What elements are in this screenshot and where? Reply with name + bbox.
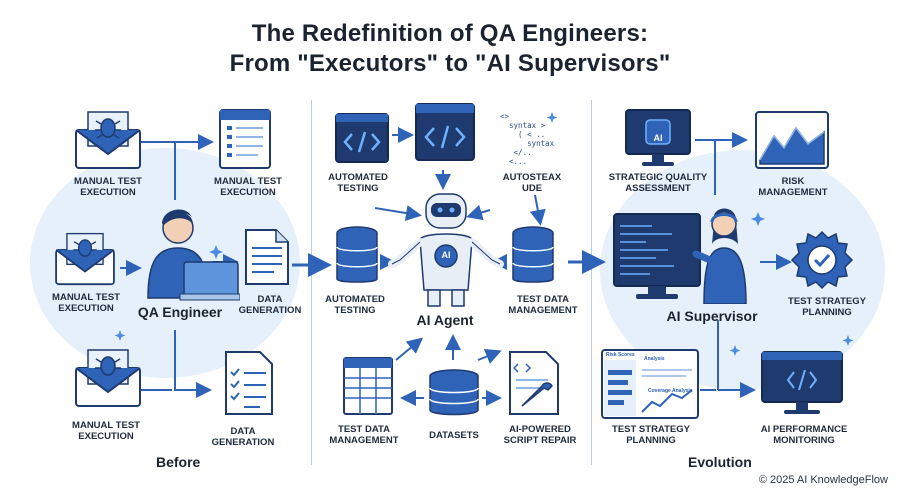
- data-document-icon: [245, 229, 289, 285]
- evolution-label-top-left: STRATEGIC QUALITY ASSESSMENT: [608, 172, 708, 194]
- bug-envelope-icon: [75, 111, 141, 169]
- document-list-icon: [219, 109, 271, 169]
- section-divider-right: [591, 100, 592, 465]
- code-monitor-icon: [761, 351, 843, 414]
- database-icon: [512, 226, 554, 283]
- syntax-glyphs: <> syntax > ( < .. syntax </.. <...: [500, 112, 555, 166]
- before-label-bottom-right: DATA GENERATION: [211, 426, 275, 448]
- before-label-mid-left: MANUAL TEST EXECUTION: [52, 292, 120, 314]
- ai-badge: AI: [653, 133, 663, 143]
- ai-badge: AI: [441, 250, 451, 260]
- ai-supervisor-label: AI Supervisor: [666, 308, 758, 324]
- ai-agent-label: AI Agent: [416, 312, 474, 328]
- risk-chart-icon: [755, 111, 829, 169]
- middle-label-top-left: AUTOMATED TESTING: [328, 172, 388, 194]
- before-section-label: Before: [156, 454, 201, 470]
- script-repair-icon: [509, 351, 559, 415]
- gear-check-icon: [790, 230, 854, 290]
- ai-supervisor-icon: [613, 208, 747, 304]
- middle-label-mid-right: TEST DATA MANAGEMENT: [508, 294, 578, 316]
- copyright-text: © 2025 AI KnowledgeFlow: [758, 474, 888, 486]
- dashboard-icon: [601, 349, 699, 419]
- section-divider-left: [311, 100, 312, 465]
- qa-engineer-person-icon: [147, 209, 240, 301]
- middle-label-bottom-right: AI-POWERED SCRIPT REPAIR: [503, 424, 577, 446]
- bug-envelope-icon: [55, 232, 115, 286]
- dashboard-risk-scores: Risk Scores: [606, 352, 635, 358]
- evolution-label-bottom-right: AI PERFORMANCE MONITORING: [760, 424, 848, 446]
- ai-robot-icon: [388, 193, 504, 307]
- code-window-icon: [415, 103, 475, 161]
- evolution-label-mid-right: TEST STRATEGY PLANNING: [788, 296, 866, 318]
- middle-label-bottom-left: TEST DATA MANAGEMENT: [329, 424, 399, 446]
- qa-engineer-label: QA Engineer: [137, 304, 223, 320]
- before-label-mid-right: DATA GENERATION: [238, 294, 302, 316]
- evolution-label-bottom-left: TEST STRATEGY PLANNING: [612, 424, 690, 446]
- before-label-bottom-left: MANUAL TEST EXECUTION: [72, 420, 140, 442]
- datasets-stack-icon: [429, 369, 479, 416]
- page-title: The Redefinition of QA Engineers:: [251, 20, 649, 47]
- page-subtitle: From "Executors" to "AI Supervisors": [229, 50, 671, 77]
- evolution-label-top-right: RISK MANAGEMENT: [758, 176, 828, 198]
- middle-label-top-right: AUTOSTEAX UDE: [502, 172, 562, 194]
- spreadsheet-icon: [343, 357, 393, 415]
- dashboard-coverage: Coverage Analysis: [648, 388, 693, 394]
- code-window-icon: [335, 113, 389, 163]
- before-label-top-left: MANUAL TEST EXECUTION: [74, 176, 142, 198]
- bug-envelope-icon: [75, 349, 141, 407]
- checklist-document-icon: [225, 351, 273, 415]
- ai-monitor-icon: [625, 109, 691, 166]
- dashboard-analysis: Analysis: [644, 356, 665, 362]
- evolution-section-label: Evolution: [688, 454, 752, 470]
- middle-label-bottom-center: DATASETS: [429, 430, 479, 441]
- before-label-top-right: MANUAL TEST EXECUTION: [214, 176, 282, 198]
- middle-label-mid-left: AUTOMATED TESTING: [325, 294, 385, 316]
- database-icon: [336, 226, 378, 283]
